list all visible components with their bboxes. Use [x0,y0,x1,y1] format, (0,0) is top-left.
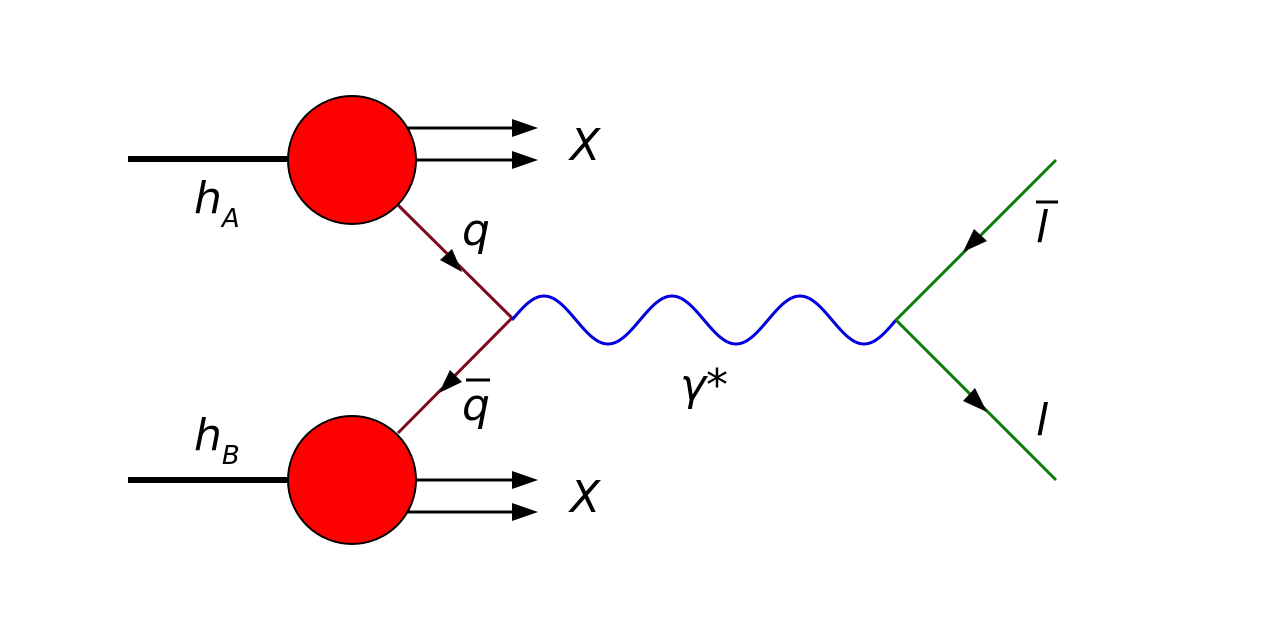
quark-label: q [462,205,490,256]
hadron-a-label-base: h [194,173,222,224]
hadron-a-label-sub: A [220,204,240,234]
lepton-label: l [1036,395,1049,446]
antilepton-arrowhead [963,229,987,252]
remnant-b-arrowhead-1 [512,471,538,489]
antilepton-label: l [1036,202,1049,253]
hadron-a-blob [287,95,417,225]
remnant-a-arrowhead-2 [512,151,538,169]
photon-propagator [510,294,898,346]
hadron-b-label-sub: B [222,441,240,471]
remnant-a-label: X [568,120,601,171]
remnant-b-label: X [568,472,601,523]
hadron-b-label: hB [194,410,240,471]
photon-label: γ* [680,360,728,411]
antiquark-arrowhead [439,370,462,393]
hadron-b-blob [287,415,417,545]
antiquark-label: q [462,380,490,431]
lepton-arrowhead [963,388,987,412]
quark-arrowhead [440,249,462,272]
hadron-a-label: hA [194,173,240,234]
remnant-b-arrowhead-2 [512,503,538,521]
remnant-a-arrowhead-1 [512,119,538,137]
hadron-b-label-base: h [194,410,222,461]
